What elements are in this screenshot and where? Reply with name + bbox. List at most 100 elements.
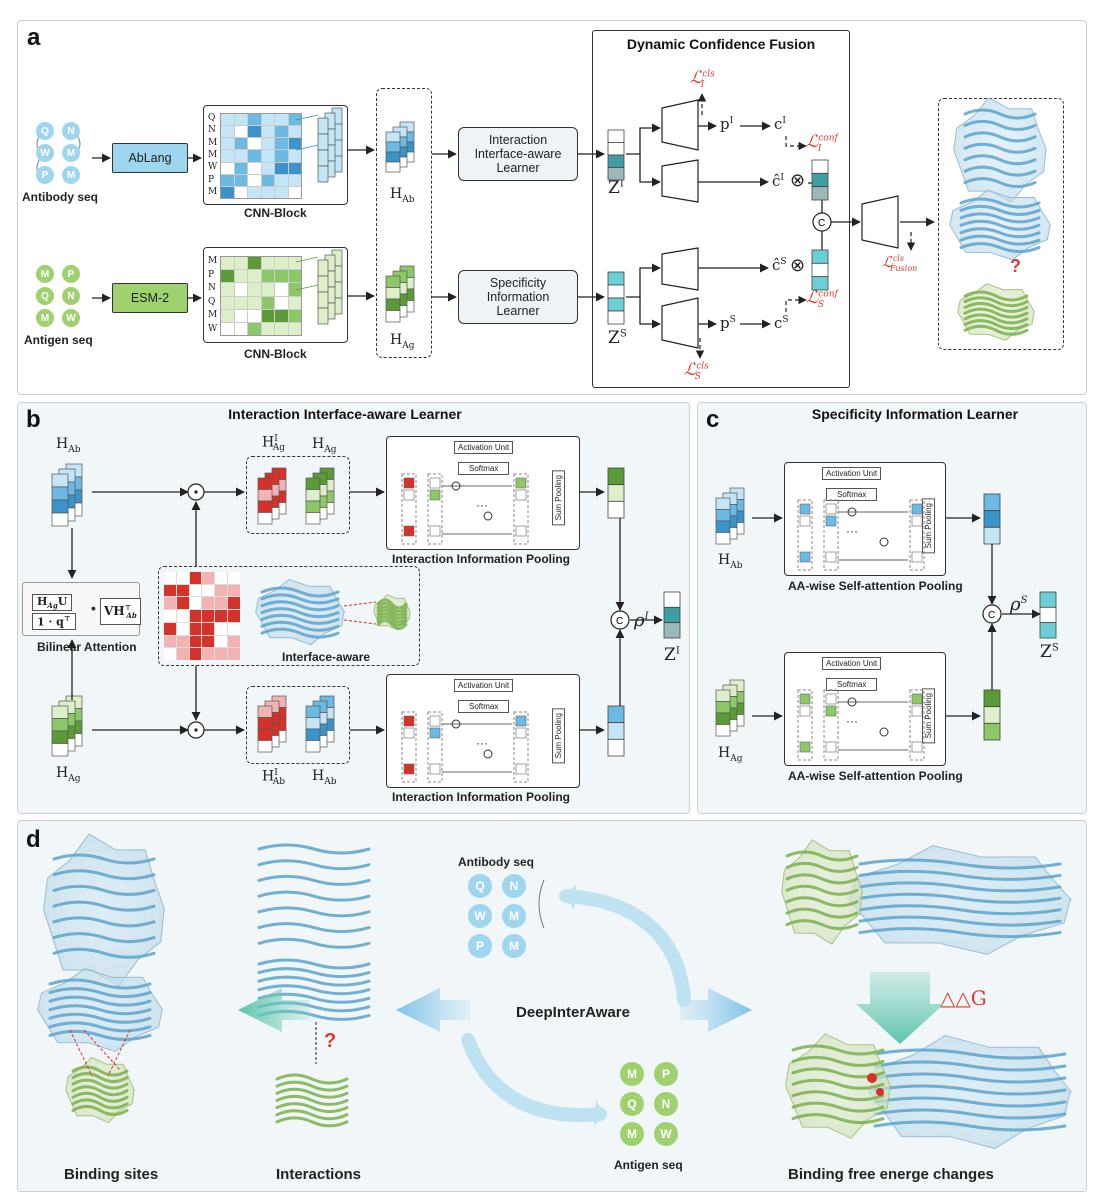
grid-cell [189, 597, 202, 610]
rho-s-symbol: ρ [1010, 594, 1021, 615]
protein-d4-ab-strand [873, 1060, 1067, 1072]
activation-unit-b-bottom: Activation Unit [454, 679, 514, 692]
loss-cls-i: ℒclsI [690, 68, 715, 90]
arrow-to-binding-sites [238, 988, 310, 1032]
pooled-ab-c-vector-cell [983, 510, 1001, 528]
grid-cell [275, 283, 288, 296]
loss-cls-i-sup: cls [702, 69, 715, 80]
weighted-s-vector-cell [811, 262, 829, 278]
z-s-symbol: Z [608, 328, 620, 348]
cnn-block-ab-label: CNN-Block [244, 206, 307, 220]
weighted-s-vector-cell [811, 276, 829, 291]
arrow-to-free-energy [680, 988, 752, 1032]
protein-d4-ab-strand [873, 1120, 1067, 1132]
h-ag-i-stack-cell [257, 500, 273, 513]
pooling-internals [401, 473, 925, 783]
grid-cell [248, 150, 261, 162]
pooled-ab-vector-cell [607, 722, 625, 740]
protein-a-ab-top-strand [963, 119, 1037, 131]
dots-c-bottom: ··· [846, 714, 858, 728]
grid-cell [248, 114, 261, 126]
h-ab-stack-a-cell [385, 131, 401, 143]
row-label: P [208, 269, 215, 280]
antigen-residues-a: M P Q N M W [36, 265, 92, 327]
h-ab-stack-a-cell [385, 141, 401, 153]
grid-cell [234, 186, 247, 198]
pool-c-top-token3 [911, 551, 923, 563]
protein-d3-ag-strand [785, 861, 859, 873]
loss-conf-i-symbol: ℒ [806, 132, 819, 152]
complex-structure-box [938, 98, 1064, 350]
pooling-box-b-top [386, 436, 580, 550]
h-ab-i-sup: I [274, 768, 278, 778]
pool-b-bottom-mul2 [483, 749, 493, 759]
grid-cell [248, 270, 261, 283]
z-s-c-vector-cell [1039, 606, 1057, 624]
concat-b-glyph: C [616, 616, 623, 627]
grid-cell [234, 257, 247, 270]
pool-b-top-token2 [429, 477, 441, 489]
cnn-ag-feature-cell [317, 259, 329, 277]
cnn-ab-feature-cell [317, 149, 329, 167]
grid-cell [261, 138, 274, 150]
pool-c-bottom-mul2 [879, 727, 889, 737]
protein-d2-ag-strand [275, 1080, 349, 1092]
protein-b-strand [260, 613, 340, 625]
protein-b-strand [260, 593, 340, 605]
h-ag-stack-c-cell [715, 689, 731, 702]
h-ag-b-sub: Ag [68, 773, 81, 784]
protein-a-ag-strand [963, 290, 1029, 302]
protein-b-ag-strand [376, 605, 408, 617]
pool-b-bottom-col3 [513, 711, 529, 783]
grid-cell [164, 572, 176, 584]
otimes-s: ⊗ [790, 255, 806, 275]
grid-cell [164, 622, 176, 635]
grid-cell [288, 270, 301, 283]
grid-cell [261, 283, 274, 296]
protein-d1-top-strand [52, 884, 156, 896]
protein-a-ag-strand [963, 319, 1029, 331]
protein-a-ab-top-strand [963, 165, 1037, 177]
h-ab-c: HAb [718, 552, 742, 571]
bilinear-attention-label: Bilinear Attention [37, 640, 137, 654]
pool-b-top-col [401, 473, 417, 545]
pool-c-bottom-token2 [825, 693, 837, 705]
grid-cell [288, 114, 301, 126]
protein-d2-ag-strand [275, 1102, 349, 1114]
h-ag-c-sub: Ag [730, 753, 743, 764]
mutation-site-1 [867, 1073, 877, 1083]
antigen-residues-d: M P Q N M W [620, 1062, 684, 1146]
row-label: W [208, 323, 218, 334]
grid-cell [228, 584, 240, 597]
z-i-symbol: Z [608, 178, 620, 198]
grid-cell [248, 174, 261, 186]
h-ab-stack-b-cell [51, 473, 69, 488]
grid-cell [275, 270, 288, 283]
grid-cell [275, 126, 288, 138]
h-ag-b-symbol: H [56, 765, 69, 781]
protein-d2-top-strand [257, 843, 371, 855]
activation-unit-c-top: Activation Unit [822, 467, 882, 480]
concat-node-c [982, 604, 1002, 624]
grid-cell [164, 584, 176, 597]
protein-d4-ab-strand [873, 1084, 1067, 1096]
h-ag-stack-c-cell [715, 701, 731, 714]
pool-c-top-col2 [823, 499, 839, 571]
interface-map-box [158, 566, 420, 666]
grid-cell [164, 635, 176, 648]
h-ab-stack-a-cell [385, 161, 401, 173]
protein-a-ab-bottom-strand [959, 219, 1041, 231]
protein-d4-ab-strand [873, 1108, 1067, 1120]
h-ab-label-a: HAb [390, 186, 414, 205]
z-i-vector-cell [607, 167, 625, 181]
h-ab-stack-a-cell [385, 151, 401, 163]
h-ab-a-sub: Ab [402, 194, 415, 205]
loss-conf-i-sub: I [817, 144, 822, 155]
grid-cell [234, 174, 247, 186]
protein-d1-ag-strand [71, 1098, 129, 1110]
pool-b-top-token3 [515, 489, 527, 501]
panel-a-label: a [27, 24, 41, 51]
grid-cell [228, 635, 240, 648]
h-ag-c: HAg [718, 745, 742, 764]
